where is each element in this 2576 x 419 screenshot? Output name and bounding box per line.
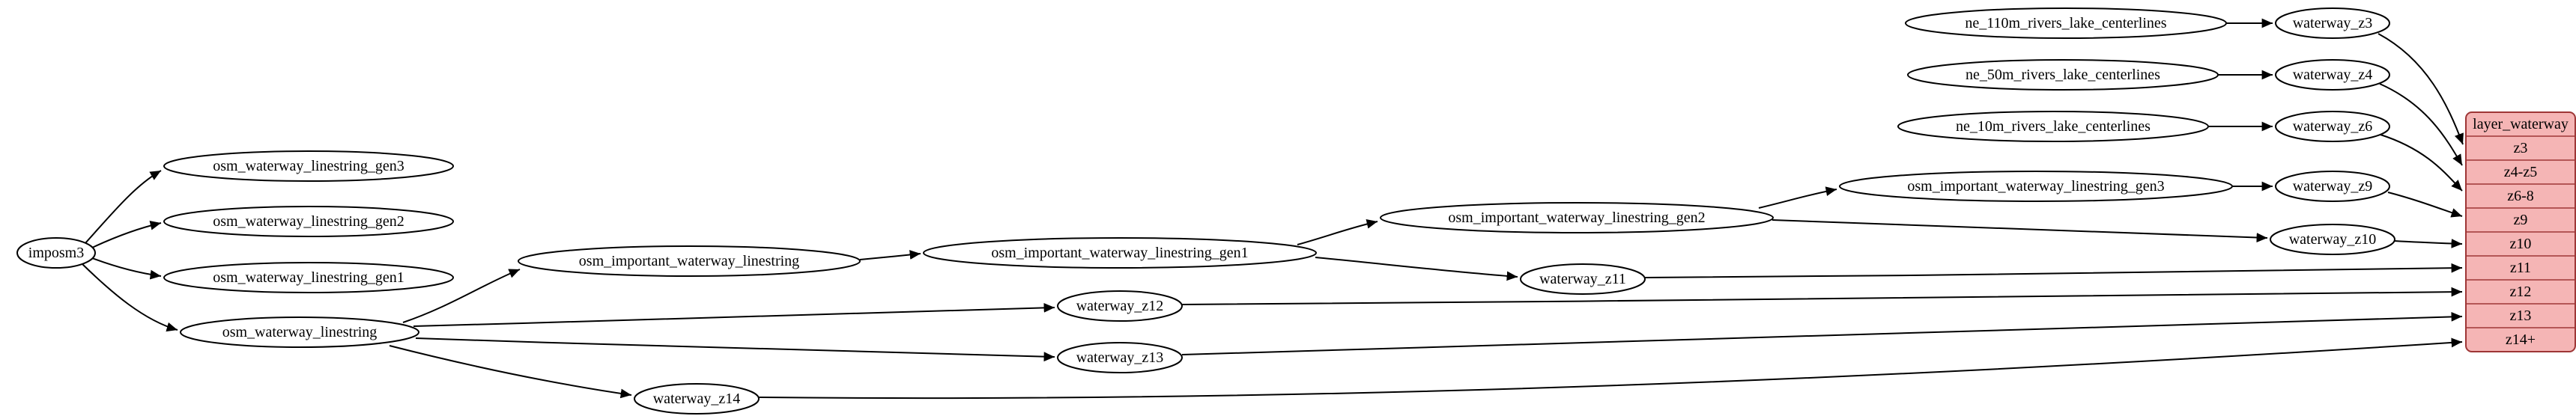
edge-imposm3-osm_waterway_linestring [82,263,178,332]
node-label: waterway_z9 [2293,178,2373,195]
node-imposm3: imposm3 [16,237,96,269]
node-label: waterway_z14 [653,391,741,407]
record-row-z11: z11 [2510,260,2531,276]
node-waterway_z9: waterway_z9 [2275,171,2390,202]
edge-waterway_z4-layer_waterway_z4-z5 [2379,83,2463,166]
edge-waterway_z3-layer_waterway_z3 [2378,33,2464,145]
edge-osm_waterway_linestring-waterway_z14 [389,345,632,399]
edge-imposm3-osm_waterway_linestring_gen2 [91,221,162,248]
node-label: osm_important_waterway_linestring [579,253,799,269]
node-label: osm_waterway_linestring_gen2 [213,213,404,230]
node-osm_waterway_linestring_gen3: osm_waterway_linestring_gen3 [163,150,454,182]
node-label: waterway_z10 [2289,231,2377,248]
edge-waterway_z6-layer_waterway_z6-8 [2380,134,2463,192]
node-waterway_z10: waterway_z10 [2270,224,2395,255]
node-label: osm_waterway_linestring_gen1 [213,269,404,286]
edge-osm_waterway_linestring-waterway_z13 [415,337,1055,362]
node-label: ne_50m_rivers_lake_centerlines [1966,67,2160,83]
node-osm_important_waterway_linestring: osm_important_waterway_linestring [518,245,861,277]
node-layer_waterway: layer_waterway z3 z4-z5 z6-8 z9 z10 z11 … [2465,111,2576,352]
edge-osm_waterway_linestring-waterway_z12 [413,303,1055,327]
node-label: ne_10m_rivers_lake_centerlines [1956,118,2151,135]
record-row-z12: z12 [2510,284,2532,300]
node-label: ne_110m_rivers_lake_centerlines [1965,15,2166,31]
record-row-z10: z10 [2510,236,2532,252]
record-row-z14plus: z14+ [2506,331,2536,348]
node-label: waterway_z11 [1539,271,1626,287]
node-label: waterway_z3 [2293,15,2373,31]
node-waterway_z14: waterway_z14 [634,383,760,415]
edge-waterway_z13-layer_waterway_z13 [1181,311,2463,355]
node-label: waterway_z13 [1076,349,1164,366]
node-label: osm_waterway_linestring [222,324,378,340]
record-row-z4-z5: z4-z5 [2504,164,2537,180]
node-ne_50m_rivers_lake_centerlines: ne_50m_rivers_lake_centerlines [1907,59,2219,91]
node-waterway_z6: waterway_z6 [2275,111,2390,142]
node-label: waterway_z4 [2293,67,2373,83]
edge-osm_important_waterway_linestring_gen1-osm_important_waterway_linestring_gen2 [1297,219,1378,245]
node-waterway_z13: waterway_z13 [1057,342,1183,373]
node-waterway_z4: waterway_z4 [2275,59,2390,91]
record-row-z3: z3 [2514,140,2528,156]
record-row-z13: z13 [2510,308,2532,324]
node-osm_important_waterway_linestring_gen1: osm_important_waterway_linestring_gen1 [923,237,1317,269]
edge-osm_important_waterway_linestring_gen1-waterway_z11 [1315,257,1518,281]
node-waterway_z11: waterway_z11 [1520,263,1646,295]
node-ne_10m_rivers_lake_centerlines: ne_10m_rivers_lake_centerlines [1897,111,2209,142]
edge-osm_important_waterway_linestring_gen2-waterway_z10 [1772,219,2268,242]
record-title: layer_waterway [2473,116,2569,132]
node-label: osm_important_waterway_linestring_gen1 [991,245,1248,261]
edge-waterway_z9-layer_waterway_z9 [2387,192,2463,218]
node-osm_waterway_linestring_gen1: osm_waterway_linestring_gen1 [163,262,454,293]
node-osm_waterway_linestring_gen2: osm_waterway_linestring_gen2 [163,206,454,237]
node-osm_waterway_linestring: osm_waterway_linestring [180,316,419,348]
record-row-z9: z9 [2514,212,2528,228]
edge-osm_waterway_linestring-osm_important_waterway_linestring [402,269,521,323]
node-waterway_z3: waterway_z3 [2275,7,2390,39]
edge-waterway_z10-layer_waterway_z10 [2394,239,2463,248]
edge-osm_important_waterway_linestring_gen2-osm_important_waterway_linestring_gen3 [1758,186,1837,209]
edge-osm_important_waterway_linestring-osm_important_waterway_linestring_gen1 [859,250,921,260]
node-ne_110m_rivers_lake_centerlines: ne_110m_rivers_lake_centerlines [1905,7,2227,39]
node-waterway_z12: waterway_z12 [1057,290,1183,322]
node-label: waterway_z6 [2293,118,2373,135]
node-osm_important_waterway_linestring_gen3: osm_important_waterway_linestring_gen3 [1839,171,2233,202]
node-label: osm_important_waterway_linestring_gen3 [1907,178,2164,195]
edge-waterway_z12-layer_waterway_z12 [1181,287,2463,305]
edge-waterway_z11-layer_waterway_z11 [1644,263,2463,278]
node-label: waterway_z12 [1076,298,1164,314]
node-label: imposm3 [28,245,84,261]
node-osm_important_waterway_linestring_gen2: osm_important_waterway_linestring_gen2 [1380,202,1774,233]
edge-layer [82,18,2464,400]
node-label: osm_waterway_linestring_gen3 [213,158,404,174]
edge-imposm3-osm_waterway_linestring_gen1 [91,257,162,280]
edge-waterway_z14-layer_waterway_z14plus [758,337,2463,400]
edge-imposm3-osm_waterway_linestring_gen3 [84,170,162,245]
record-row-z6-8: z6-8 [2507,188,2534,204]
node-label: osm_important_waterway_linestring_gen2 [1448,210,1705,226]
